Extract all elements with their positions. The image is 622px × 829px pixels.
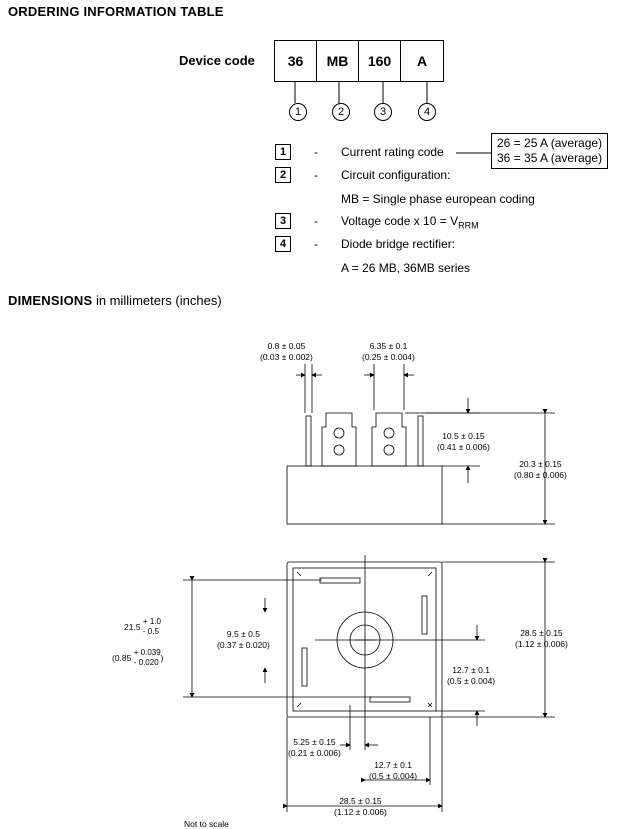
top-view-inner xyxy=(292,567,437,712)
dim-pad-spacing-in-minus: - 0.020 xyxy=(133,658,159,667)
item-4-text: Diode bridge rectifier: xyxy=(341,237,456,251)
dimensions-title: DIMENSIONS in millimeters (inches) xyxy=(8,293,222,308)
dim-pad-spacing-in-plus: + 0.039 xyxy=(133,648,161,657)
dim-total-height-in: (0.80 ± 0.006) xyxy=(514,470,567,480)
item-1-text: Current rating code xyxy=(341,145,444,159)
item-3-text: Voltage code x 10 = VRRM xyxy=(341,214,479,230)
item-3-number: 3 xyxy=(275,213,291,229)
dim-lead-length-mm: 10.5 ± 0.15 xyxy=(442,431,485,441)
device-code-table: 36 MB 160 A xyxy=(274,40,444,82)
dim-pad-spacing-in: (0.85 xyxy=(112,653,132,663)
dim-lead-width-in: (0.03 ± 0.002) xyxy=(260,352,313,362)
dim-pad-offset-mm: 5.25 ± 0.15 xyxy=(293,737,336,747)
device-code-label: Device code xyxy=(179,53,255,68)
callout-3: 3 xyxy=(374,103,392,121)
pad-top xyxy=(319,577,361,584)
callout-2: 2 xyxy=(332,103,350,121)
dim-body-height-mm: 28.5 ± 0.15 xyxy=(520,628,563,638)
dim-pad-spacing-inch: (0.85 + 0.039 - 0.020 ) xyxy=(112,648,164,668)
rating-26: 26 = 25 A (average) xyxy=(497,136,603,150)
top-view-body xyxy=(286,561,443,718)
item-1-dash: - xyxy=(314,145,318,159)
dimensions-title-bold: DIMENSIONS xyxy=(8,293,93,308)
dim-hole-to-edge: 12.7 ± 0.1 (0.5 ± 0.004) xyxy=(447,665,495,687)
side-view-body xyxy=(286,465,443,525)
pad-left xyxy=(301,647,308,687)
dim-hole-to-edge-in: (0.5 ± 0.004) xyxy=(447,676,496,686)
dim-lead-length: 10.5 ± 0.15 (0.41 ± 0.006) xyxy=(437,431,490,453)
pad-right xyxy=(421,595,428,635)
dim-hole-offset-mm: 9.5 ± 0.5 xyxy=(226,629,260,639)
dim-pin-width-mm: 6.35 ± 0.1 xyxy=(369,341,408,351)
item-3-subscript: RRM xyxy=(458,220,479,231)
dim-body-height: 28.5 ± 0.15 (1.12 ± 0.006) xyxy=(515,628,568,650)
item-2-number: 2 xyxy=(275,167,291,183)
dim-lead-length-in: (0.41 ± 0.006) xyxy=(437,442,490,452)
lead-left xyxy=(305,415,312,467)
item-4-detail: A = 26 MB, 36MB series xyxy=(341,261,471,275)
dim-pad-spacing-mm: 21.5 xyxy=(124,622,141,632)
item-2-dash: - xyxy=(314,168,318,182)
lead-right xyxy=(417,415,424,467)
dim-pin-width: 6.35 ± 0.1 (0.25 ± 0.004) xyxy=(362,341,415,363)
dim-pad-spacing-minus: - 0.5 xyxy=(142,627,159,636)
item-2-text: Circuit configuration: xyxy=(341,168,451,182)
dim-hole-horizontal-in: (0.5 ± 0.004) xyxy=(369,771,418,781)
pad-bottom xyxy=(369,696,411,703)
callout-1: 1 xyxy=(289,103,307,121)
dim-total-height: 20.3 ± 0.15 (0.80 ± 0.006) xyxy=(514,459,567,481)
dimensions-title-rest: in millimeters (inches) xyxy=(92,293,222,308)
not-to-scale-note: Not to scale xyxy=(184,819,229,829)
callout-4: 4 xyxy=(418,103,436,121)
pin-right xyxy=(371,412,407,467)
dim-hole-horizontal-mm: 12.7 ± 0.1 xyxy=(374,760,412,770)
item-3-text-main: Voltage code x 10 = V xyxy=(341,214,459,228)
dim-pad-offset: 5.25 ± 0.15 (0.21 ± 0.006) xyxy=(288,737,341,759)
dim-body-width-in: (1.12 ± 0.006) xyxy=(334,807,387,817)
rating-36: 36 = 35 A (average) xyxy=(497,151,603,165)
code-cell-series: A xyxy=(416,53,428,69)
code-cell-config: MB xyxy=(317,41,359,81)
code-cell-voltage: 160 xyxy=(359,41,401,81)
dim-hole-offset-in: (0.37 ± 0.020) xyxy=(217,640,270,650)
dim-pad-spacing-plus: + 1.0 xyxy=(142,617,161,626)
dim-body-height-in: (1.12 ± 0.006) xyxy=(515,639,568,649)
item-3-dash: - xyxy=(314,214,318,228)
rating-code-box: 26 = 25 A (average) 36 = 35 A (average) xyxy=(491,133,609,169)
dim-hole-offset: 9.5 ± 0.5 (0.37 ± 0.020) xyxy=(217,629,270,651)
dim-body-width-mm: 28.5 ± 0.15 xyxy=(339,796,382,806)
dim-hole-horizontal: 12.7 ± 0.1 (0.5 ± 0.004) xyxy=(369,760,417,782)
item-4-dash: - xyxy=(314,237,318,251)
item-1-number: 1 xyxy=(275,144,291,160)
dim-hole-to-edge-mm: 12.7 ± 0.1 xyxy=(452,665,490,675)
pin-left xyxy=(321,412,357,467)
dim-body-width: 28.5 ± 0.15 (1.12 ± 0.006) xyxy=(334,796,387,818)
ordering-title: ORDERING INFORMATION TABLE xyxy=(8,4,224,19)
dim-lead-width-mm: 0.8 ± 0.05 xyxy=(267,341,306,351)
code-cell-current: 36 xyxy=(275,41,317,81)
dim-pad-offset-in: (0.21 ± 0.006) xyxy=(288,748,341,758)
dim-total-height-mm: 20.3 ± 0.15 xyxy=(519,459,562,469)
dim-lead-width: 0.8 ± 0.05 (0.03 ± 0.002) xyxy=(260,341,313,363)
dim-pad-spacing: 21.5 + 1.0 - 0.5 xyxy=(124,617,161,637)
item-4-number: 4 xyxy=(275,236,291,252)
dim-pad-spacing-in-close: ) xyxy=(160,653,164,663)
dim-pin-width-in: (0.25 ± 0.004) xyxy=(362,352,415,362)
item-2-detail: MB = Single phase european coding xyxy=(341,192,535,206)
